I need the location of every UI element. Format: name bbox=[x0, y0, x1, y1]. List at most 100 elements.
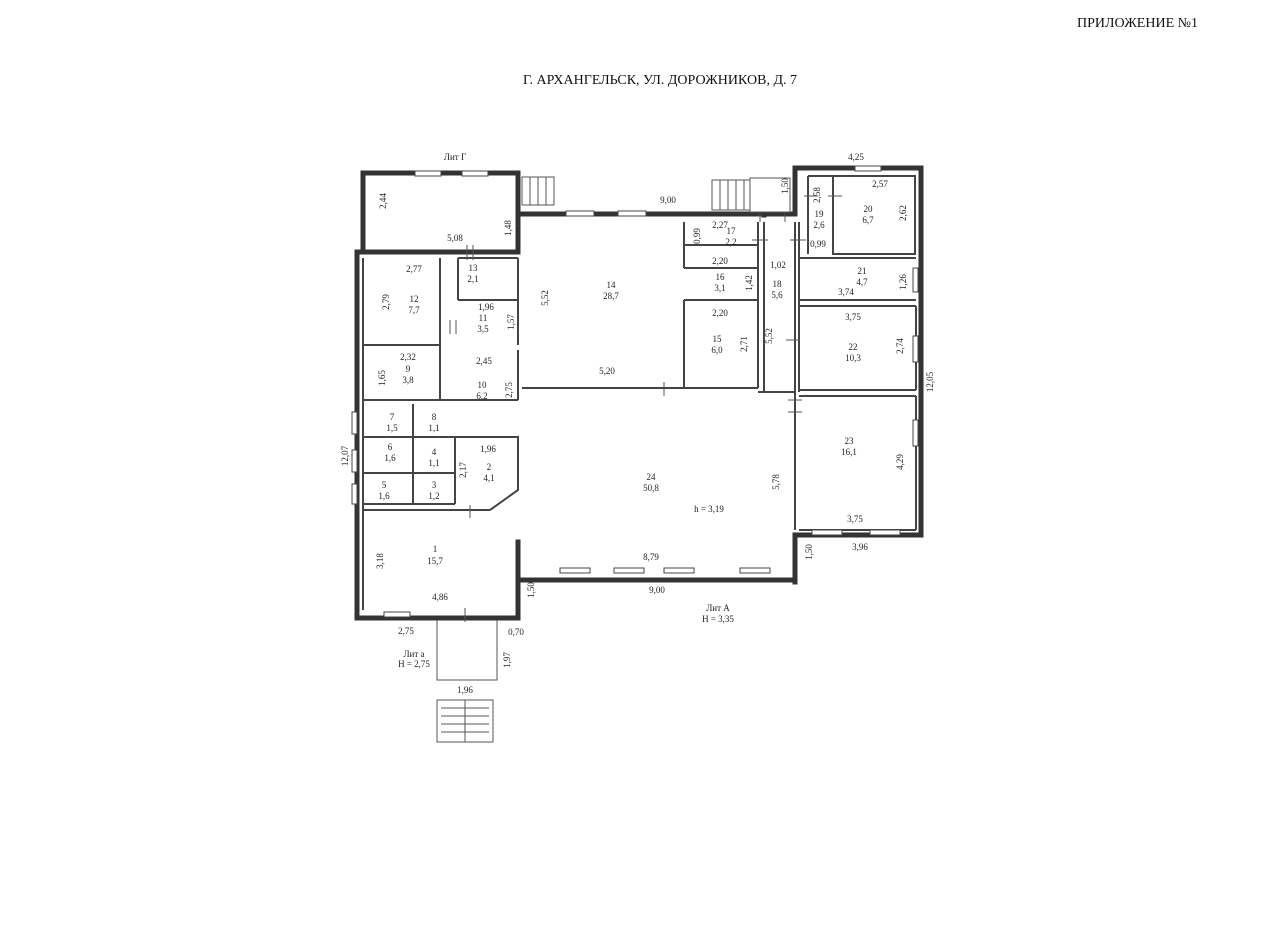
room-number: 24 bbox=[647, 472, 657, 482]
dim-label: 1,50 bbox=[780, 178, 790, 194]
dim-label: 2,20 bbox=[712, 256, 728, 266]
bottom-wall bbox=[515, 567, 798, 583]
dim-label: 2,17 bbox=[458, 462, 468, 478]
partitions bbox=[362, 175, 917, 610]
block-a-height: H = 3,35 bbox=[702, 614, 734, 624]
dim-label: 5,52 bbox=[764, 328, 774, 344]
dim-label: 0,99 bbox=[692, 228, 702, 244]
room-area: 5,6 bbox=[771, 290, 783, 300]
dim-label: 5,52 bbox=[540, 290, 550, 306]
room-5: 51,6 bbox=[378, 480, 390, 501]
block-a-small-height: H = 2,75 bbox=[398, 659, 430, 669]
dim-label: 12,05 bbox=[925, 371, 935, 392]
dim-label: 1,50 bbox=[804, 544, 814, 560]
room-13: 132,1 bbox=[467, 263, 478, 284]
room-number: 16 bbox=[716, 272, 726, 282]
room-area: 1,6 bbox=[378, 491, 390, 501]
room-4: 41,1 bbox=[428, 447, 439, 468]
dim-label: 1,02 bbox=[770, 260, 786, 270]
dim-label: 1,96 bbox=[480, 444, 496, 454]
room-number: 8 bbox=[432, 412, 437, 422]
room-number: 5 bbox=[382, 480, 387, 490]
room-19: 192,6 bbox=[813, 209, 825, 230]
hall-ceiling-height: h = 3,19 bbox=[694, 504, 724, 514]
dim-label: 8,79 bbox=[643, 552, 659, 562]
dim-label: 2,75 bbox=[504, 382, 514, 398]
dim-label: 1,26 bbox=[898, 274, 908, 290]
left-wing-wall bbox=[354, 249, 521, 621]
room-area: 1,1 bbox=[428, 458, 439, 468]
room-area: 6,0 bbox=[711, 345, 723, 355]
dim-label: 3,18 bbox=[375, 553, 385, 569]
dim-label: 2,71 bbox=[739, 336, 749, 352]
room-number: 14 bbox=[607, 280, 617, 290]
room-area: 28,7 bbox=[603, 291, 619, 301]
stairs-top-left bbox=[521, 176, 555, 206]
room-number: 7 bbox=[390, 412, 395, 422]
top-wall bbox=[360, 211, 767, 255]
dim-label: 5,08 bbox=[447, 233, 463, 243]
room-6: 61,6 bbox=[384, 442, 396, 463]
dim-label: 2,27 bbox=[712, 220, 728, 230]
porch-outline bbox=[436, 620, 498, 681]
block-g-label: Лит Г bbox=[444, 152, 466, 162]
room-area: 1,6 bbox=[384, 453, 396, 463]
dim-label: 0,70 bbox=[508, 627, 524, 637]
room-number: 23 bbox=[845, 436, 855, 446]
room-area: 6,2 bbox=[476, 391, 487, 401]
dim-label: 2,45 bbox=[476, 356, 492, 366]
dim-label: 1,96 bbox=[478, 302, 494, 312]
room-number: 19 bbox=[815, 209, 825, 219]
block-labels: Лит Г Лит А H = 3,35 Лит а H = 2,75 h = … bbox=[398, 152, 734, 669]
dimension-labels: 2,44 5,08 1,48 9,00 4,25 1,50 2,58 2,57 … bbox=[340, 152, 935, 695]
room-labels: 115,7 24,1 31,2 41,1 51,6 61,6 71,5 81,1… bbox=[378, 204, 874, 566]
room-number: 11 bbox=[479, 313, 488, 323]
room-area: 50,8 bbox=[643, 483, 659, 493]
dim-label: 2,77 bbox=[406, 264, 422, 274]
dim-label: 2,79 bbox=[381, 294, 391, 310]
room-area: 10,3 bbox=[845, 353, 861, 363]
room-12: 127,7 bbox=[408, 294, 420, 315]
dim-label: 5,20 bbox=[599, 366, 615, 376]
room-number: 2 bbox=[487, 462, 492, 472]
room-number: 9 bbox=[406, 364, 411, 374]
room-18: 185,6 bbox=[771, 279, 783, 300]
dim-label: 4,86 bbox=[432, 592, 448, 602]
block-a-label: Лит А bbox=[706, 603, 730, 613]
room-number: 1 bbox=[433, 544, 438, 554]
dim-label: 1,57 bbox=[506, 314, 516, 330]
address-title: Г. АРХАНГЕЛЬСК, УЛ. ДОРОЖНИКОВ, Д. 7 bbox=[522, 73, 798, 88]
room-area: 3,8 bbox=[402, 375, 414, 385]
room-area: 16,1 bbox=[841, 447, 857, 457]
room-21: 214,7 bbox=[856, 266, 868, 287]
room-area: 7,7 bbox=[408, 305, 420, 315]
room-area: 1,1 bbox=[428, 423, 439, 433]
room-number: 20 bbox=[864, 204, 874, 214]
dim-label: 9,00 bbox=[649, 585, 665, 595]
room-9: 93,8 bbox=[402, 364, 414, 385]
room-number: 12 bbox=[410, 294, 419, 304]
room-area: 2,1 bbox=[467, 274, 478, 284]
dim-label: 3,74 bbox=[838, 287, 854, 297]
room-number: 10 bbox=[478, 380, 488, 390]
room-area: 2,6 bbox=[813, 220, 825, 230]
door-markers bbox=[449, 195, 842, 622]
dim-label: 2,58 bbox=[812, 187, 822, 203]
dim-label: 12,07 bbox=[340, 445, 350, 466]
dim-label: 2,62 bbox=[898, 205, 908, 221]
room-area: 6,7 bbox=[862, 215, 874, 225]
dim-label: 2,75 bbox=[398, 626, 414, 636]
room-number: 13 bbox=[469, 263, 479, 273]
annex-g-wall bbox=[360, 170, 521, 253]
porch-steps bbox=[441, 700, 489, 742]
room-8: 81,1 bbox=[428, 412, 439, 433]
dim-label: 3,75 bbox=[845, 312, 861, 322]
dim-label: 1,65 bbox=[377, 370, 387, 386]
stairs-top-middle bbox=[711, 177, 791, 213]
room-area: 3,1 bbox=[714, 283, 725, 293]
dim-label: 2,57 bbox=[872, 179, 888, 189]
right-wing-wall bbox=[761, 165, 924, 585]
room-area: 2,2 bbox=[725, 237, 736, 247]
